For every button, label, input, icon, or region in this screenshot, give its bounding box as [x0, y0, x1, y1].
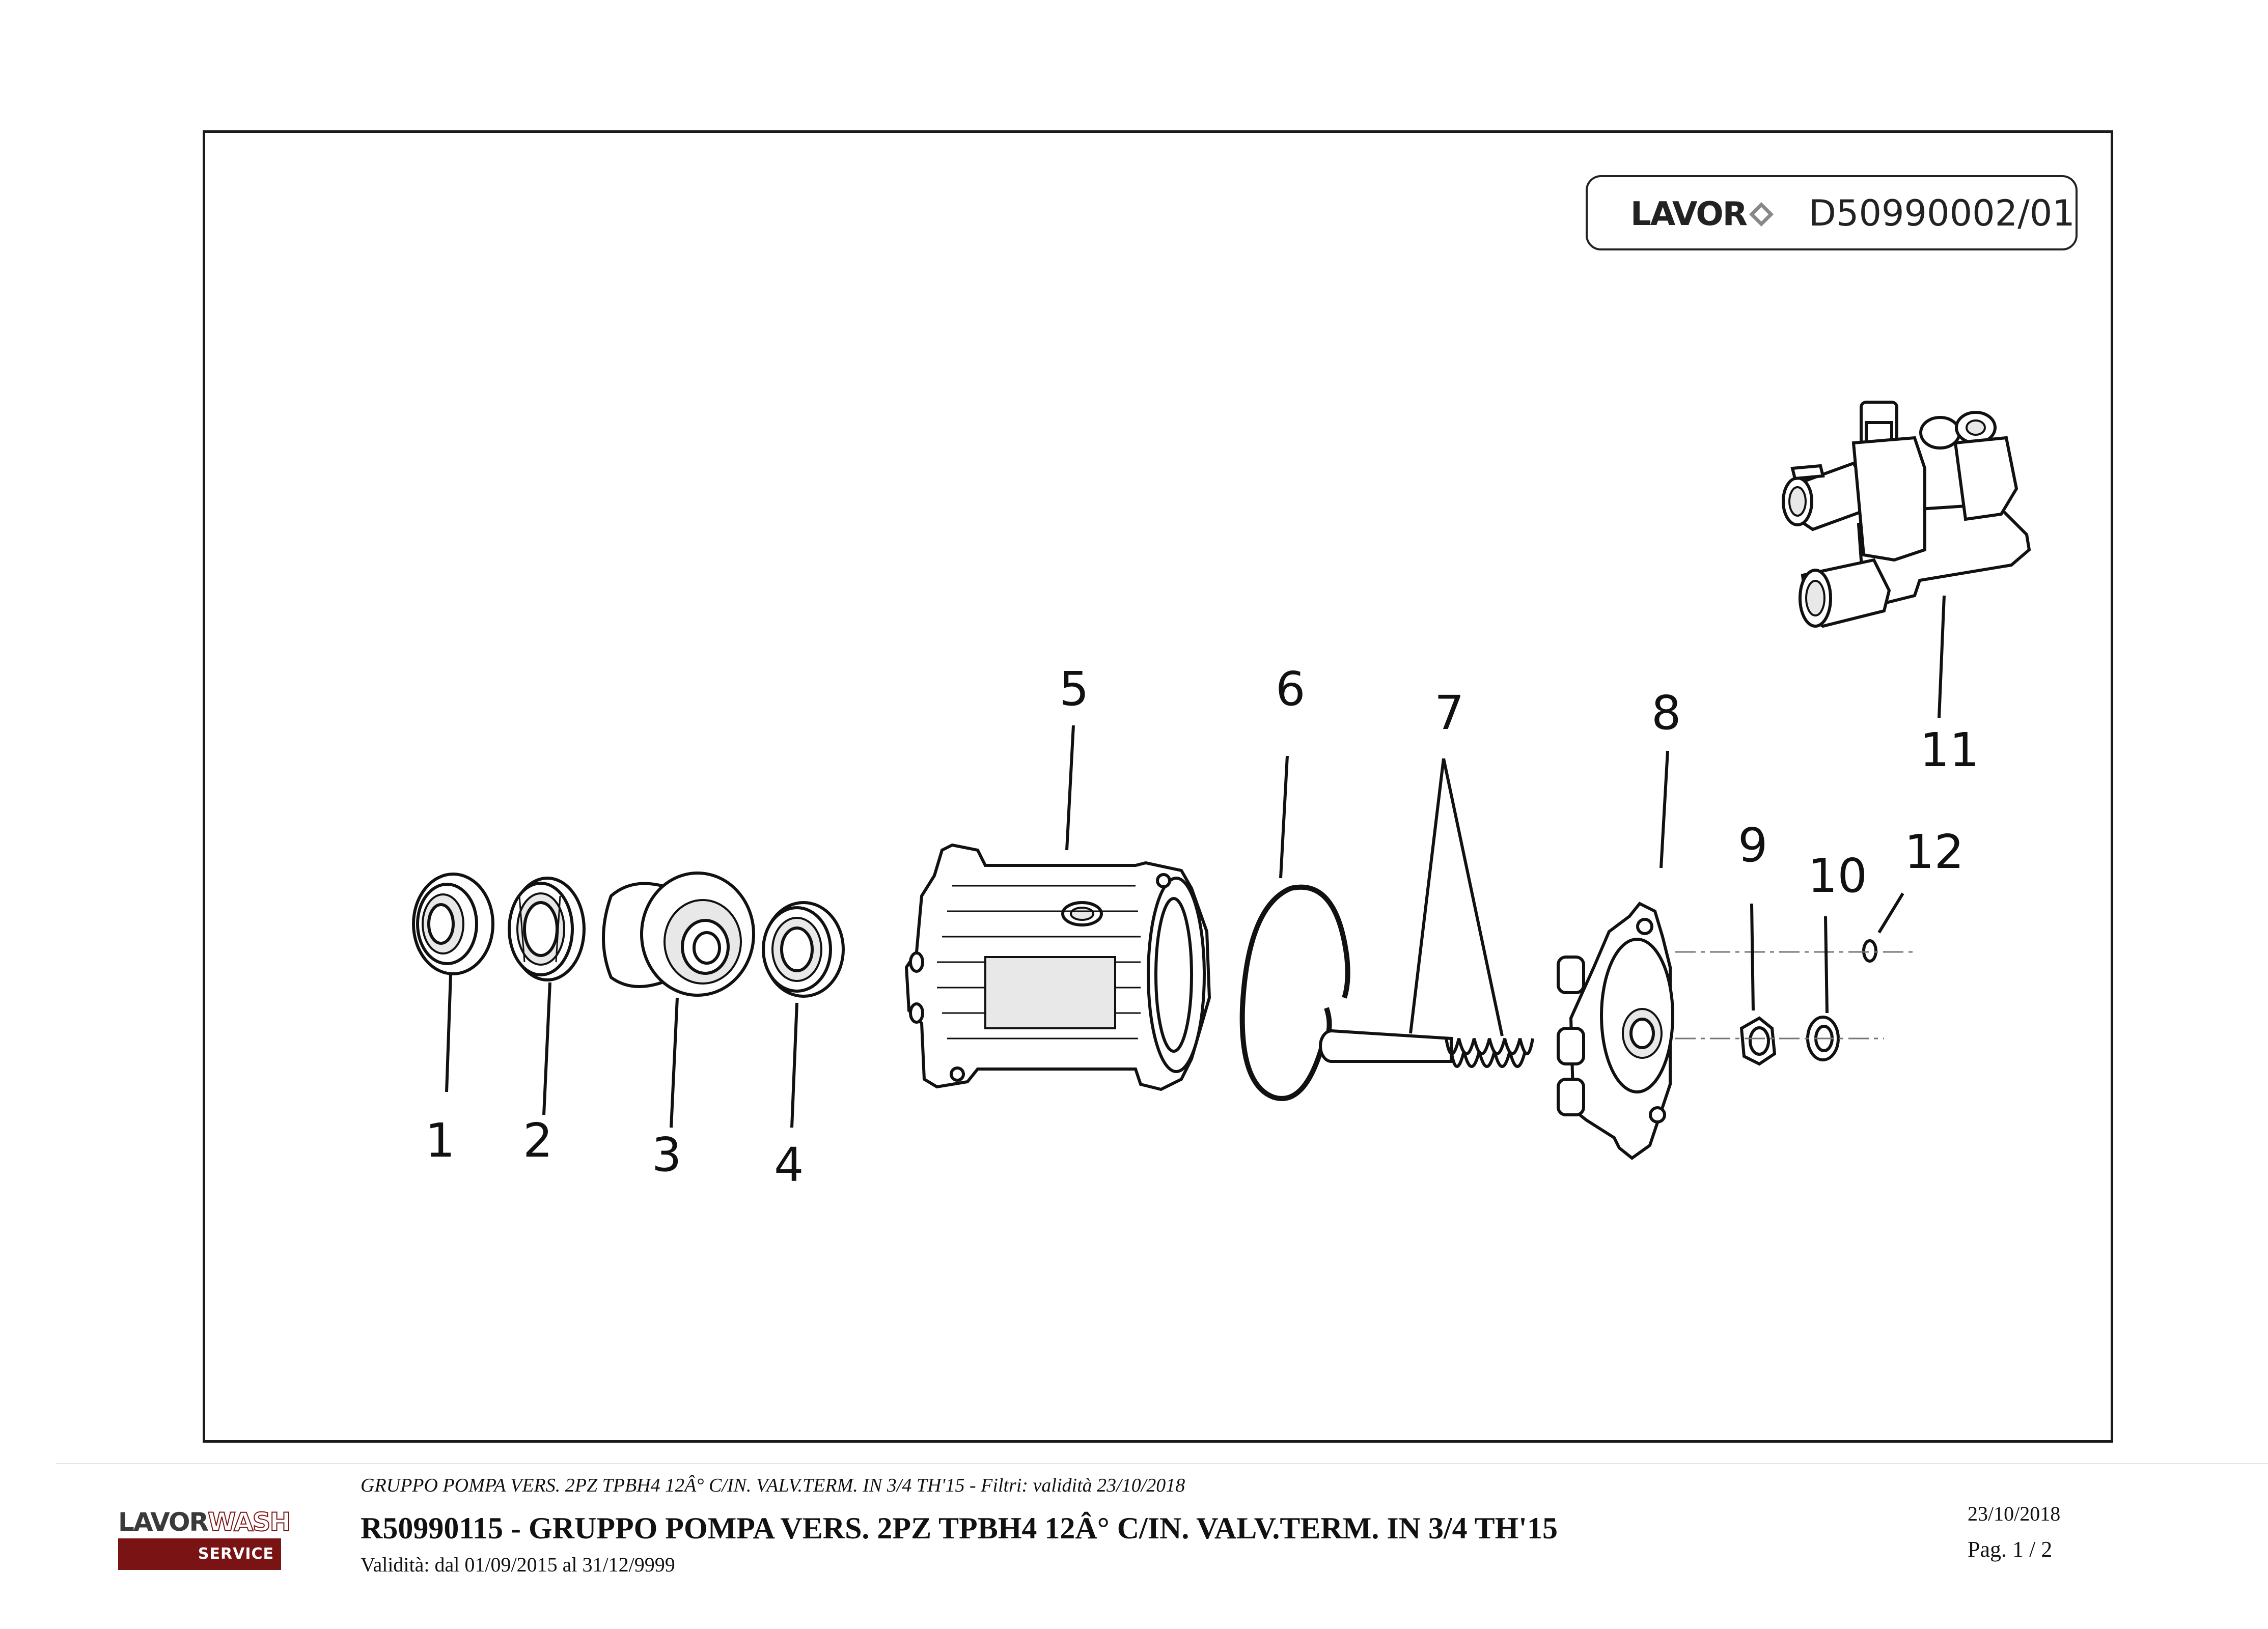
label-9: 9 — [1738, 818, 1768, 873]
label-12: 12 — [1904, 825, 1964, 879]
footer-subtitle: GRUPPO POMPA VERS. 2PZ TPBH4 12Â° C/IN. … — [361, 1475, 1185, 1496]
part-9-nut — [1739, 1016, 1777, 1066]
drawing-code: D50990002/01 — [1809, 192, 2075, 234]
drawing-frame — [203, 130, 2113, 1443]
label-5: 5 — [1059, 662, 1089, 716]
label-4: 4 — [774, 1138, 804, 1192]
footer-date: 23/10/2018 — [1968, 1502, 2061, 1525]
label-10: 10 — [1808, 849, 1867, 903]
leader-lines — [445, 595, 1946, 1128]
part-6-ring — [1239, 884, 1350, 1101]
part-1-seal — [412, 873, 494, 975]
lavor-logo-text: LAVOR — [1630, 195, 1748, 233]
label-6: 6 — [1276, 662, 1306, 716]
footer-validity: Validità: dal 01/09/2015 al 31/12/9999 — [361, 1553, 675, 1576]
part-labels: 1 2 3 4 5 6 7 8 9 10 11 12 — [425, 662, 1979, 1192]
label-7: 7 — [1434, 686, 1464, 740]
part-8-pump-head — [1557, 902, 1674, 1160]
part-2-bearing — [508, 877, 586, 981]
part-7-piston-spring — [1319, 1029, 1534, 1068]
part-5-pump-body — [904, 843, 1211, 1091]
footer-page-number: Pag. 1 / 2 — [1968, 1537, 2053, 1562]
part-11-valve-assembly — [1782, 401, 2031, 628]
label-1: 1 — [425, 1113, 455, 1168]
part-4-bearing — [762, 901, 845, 998]
footer-logo-wordmark: LAVORWASH — [118, 1507, 291, 1537]
footer-logo-brand: LAVOR — [118, 1507, 209, 1537]
lavor-logo-icon: LAVOR — [1630, 195, 1774, 233]
part-3-swashplate — [602, 872, 755, 997]
drawing-code-box: LAVOR D50990002/01 — [1586, 175, 2078, 250]
footer-logo-service: SERVICE — [118, 1538, 281, 1570]
part-12-o-ring — [1862, 939, 1877, 963]
label-11: 11 — [1920, 723, 1979, 777]
footer-title: R50990115 - GRUPPO POMPA VERS. 2PZ TPBH4… — [361, 1511, 1558, 1545]
footer-divider — [56, 1463, 2268, 1464]
label-8: 8 — [1651, 686, 1681, 740]
assembly-axis — [1675, 951, 1915, 1040]
lavorwash-service-logo-icon: LAVORWASH SERVICE — [118, 1507, 291, 1570]
label-2: 2 — [523, 1113, 553, 1168]
label-3: 3 — [652, 1128, 682, 1182]
footer-logo-wash: WASH — [207, 1507, 291, 1537]
